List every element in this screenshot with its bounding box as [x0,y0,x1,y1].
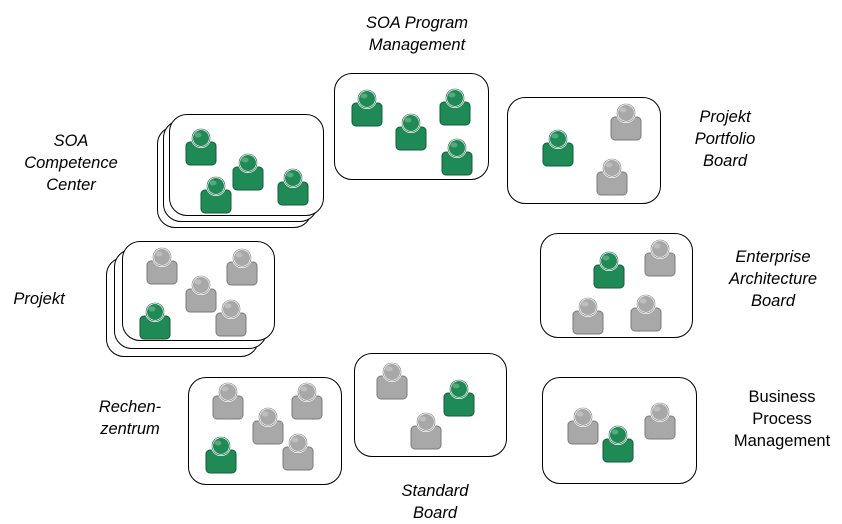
person-icon [571,296,605,336]
person-icon [438,87,472,127]
label-line: Business [748,388,816,406]
person-icon [281,432,315,472]
person-icon [375,361,409,401]
person-icon [184,127,218,167]
person-icon [290,381,324,421]
label-standard-board: Standard Board [385,480,485,524]
label-business-process-management: Business Process Management [722,386,842,452]
person-icon [211,381,245,421]
label-line: Projekt [13,290,65,308]
label-enterprise-architecture-board: Enterprise Architecture Board [713,246,833,312]
person-icon [138,301,172,341]
person-icon [214,298,248,338]
person-icon [199,175,233,215]
label-line: Competence [24,154,118,172]
label-line: Rechen- [98,398,162,416]
person-icon [440,137,474,177]
person-icon [231,152,265,192]
person-icon [595,157,629,197]
label-soa-competence-center: SOA Competence Center [16,130,126,196]
label-line: Board [702,152,748,170]
label-line: Management [368,36,466,54]
person-icon [204,435,238,475]
person-icon [601,424,635,464]
label-line: Management [733,432,831,450]
label-line: Center [46,176,96,194]
label-projekt-portfolio-board: Projekt Portfolio Board [680,106,770,172]
label-line: Board [750,292,796,310]
label-line: Projekt [699,108,751,126]
person-icon [409,411,443,451]
person-icon [350,88,384,128]
person-icon [541,128,575,168]
person-icon [629,293,663,333]
person-icon [276,167,310,207]
label-line: Portfolio [694,130,756,148]
person-icon [145,246,179,286]
person-icon [394,112,428,152]
label-line: SOA [53,132,89,150]
label-line: zentrum [100,420,160,438]
label-soa-program-management: SOA Program Management [352,12,482,56]
person-icon [442,378,476,418]
label-line: Enterprise [735,248,811,266]
person-icon [643,401,677,441]
label-rechenzentrum: Rechen- zentrum [80,396,180,440]
label-line: Standard [401,482,469,500]
person-icon [184,274,218,314]
person-icon [592,250,626,290]
person-icon [251,406,285,446]
person-icon [643,238,677,278]
label-line: SOA Program [365,14,469,32]
label-line: Process [752,410,812,428]
person-icon [609,102,643,142]
person-icon [225,247,259,287]
label-line: Board [412,504,458,522]
label-line: Architecture [728,270,818,288]
person-icon [566,406,600,446]
label-projekt: Projekt [4,288,74,310]
